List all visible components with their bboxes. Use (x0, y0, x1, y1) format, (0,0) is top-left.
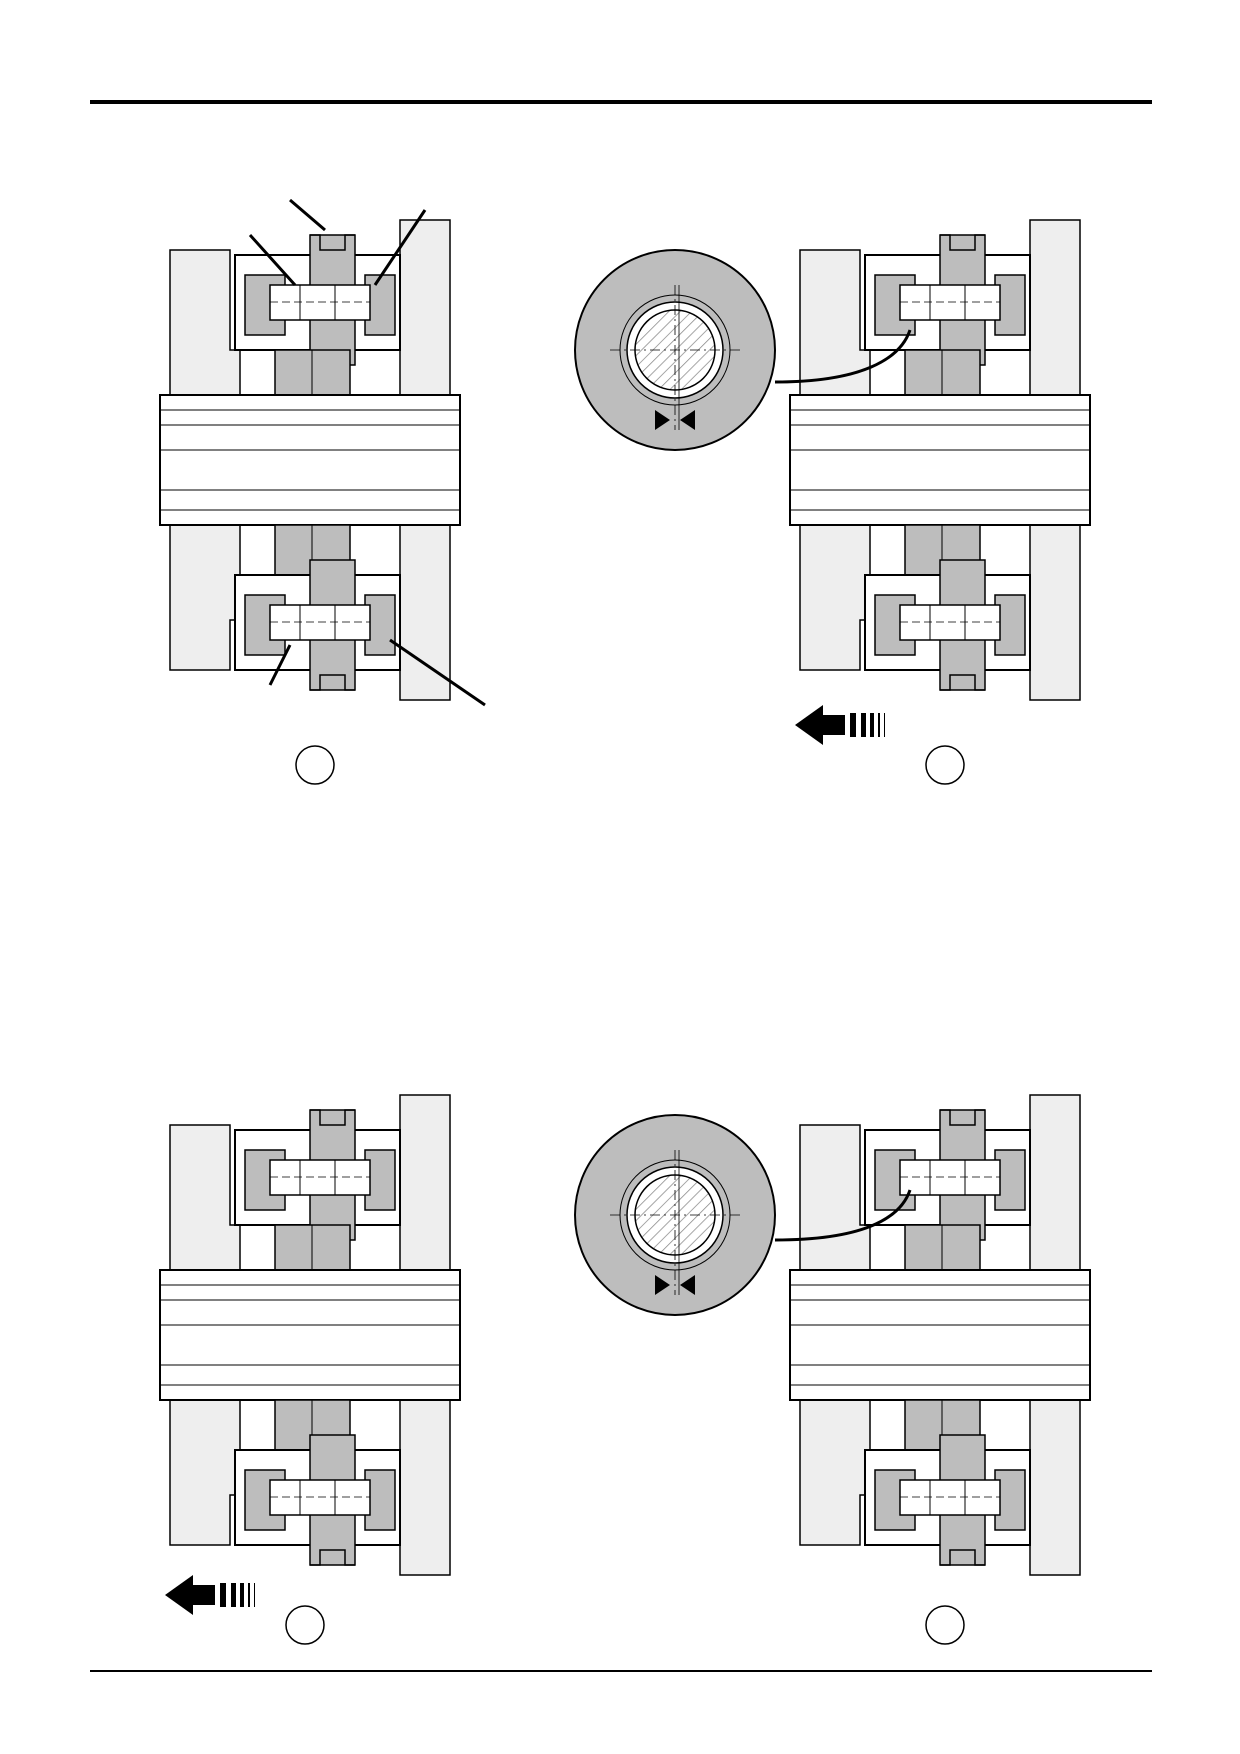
detail-view-2 (574, 249, 776, 451)
detail-view-4 (574, 1114, 776, 1316)
step-marker-1 (295, 745, 335, 785)
direction-arrow-icon (165, 1575, 255, 1615)
panel-1 (159, 198, 486, 707)
callout-line (248, 233, 297, 287)
detail-leader (774, 1189, 912, 1242)
step-marker-4 (925, 1605, 965, 1645)
panel-2 (789, 219, 1091, 701)
footer-rule (90, 1670, 1152, 1672)
callout-line (389, 638, 486, 707)
callout-line (289, 198, 326, 232)
direction-arrow-icon (795, 705, 885, 745)
callout-line (268, 644, 292, 686)
panel-3 (159, 1094, 461, 1576)
step-marker-2 (925, 745, 965, 785)
panel-4 (789, 1094, 1091, 1576)
detail-leader (774, 329, 912, 384)
callout-line (373, 209, 427, 286)
step-marker-3 (285, 1605, 325, 1645)
header-rule (90, 100, 1152, 104)
